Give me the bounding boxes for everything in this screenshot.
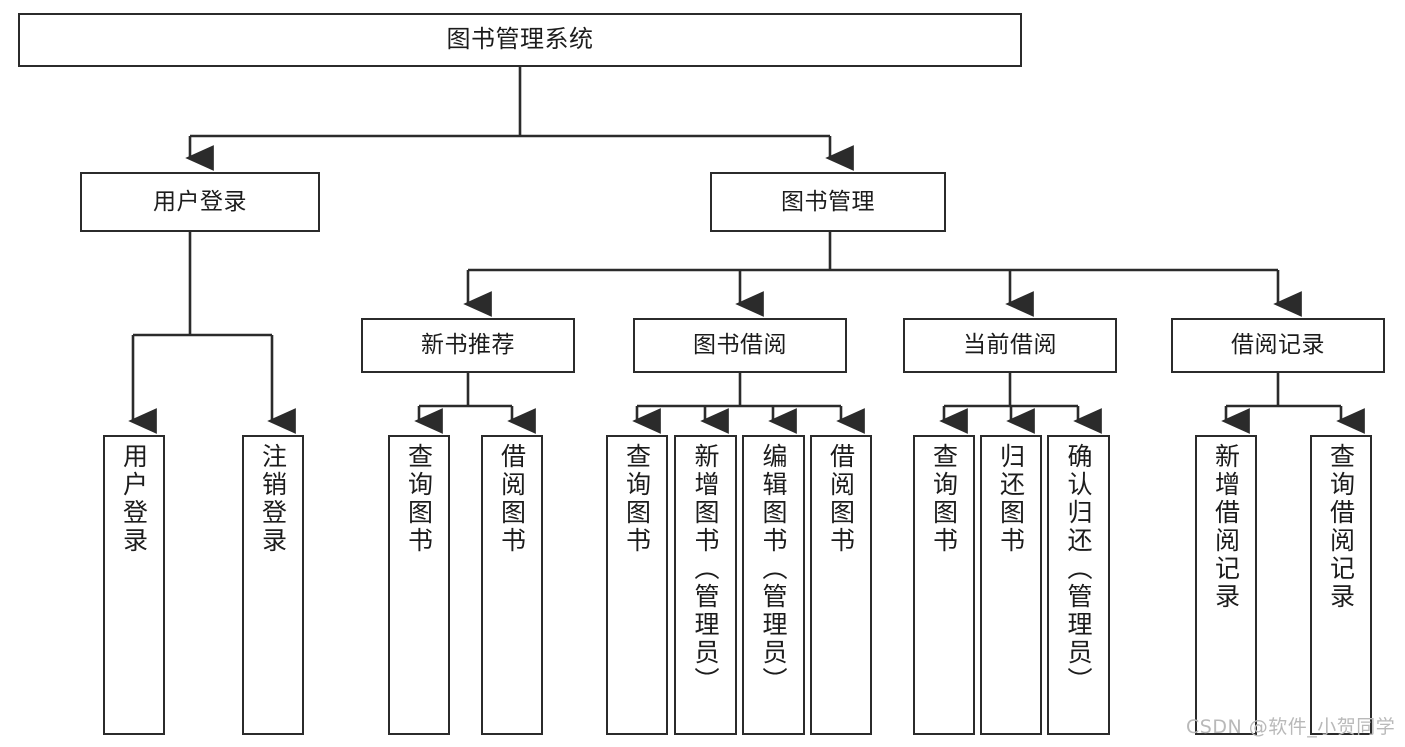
node-book-management-system[interactable]: 图书管理系统 xyxy=(18,13,1022,67)
node-label: 注销登录 xyxy=(258,443,288,555)
leaf-query-book-current[interactable]: 查询图书 xyxy=(913,435,975,735)
node-label: 查询借阅记录 xyxy=(1326,443,1356,611)
node-label: 查询图书 xyxy=(929,443,959,555)
leaf-edit-book-admin[interactable]: 编辑图书（管理员） xyxy=(742,435,805,735)
node-borrow-record[interactable]: 借阅记录 xyxy=(1171,318,1385,373)
node-book-management[interactable]: 图书管理 xyxy=(710,172,946,232)
leaf-query-book-borrow[interactable]: 查询图书 xyxy=(606,435,668,735)
node-label: 当前借阅 xyxy=(963,332,1057,359)
node-label: 图书借阅 xyxy=(693,332,787,359)
node-label: 新书推荐 xyxy=(421,332,515,359)
leaf-return-book[interactable]: 归还图书 xyxy=(980,435,1042,735)
leaf-add-book-admin[interactable]: 新增图书（管理员） xyxy=(674,435,737,735)
node-label: 归还图书 xyxy=(996,443,1026,555)
node-label: 借阅图书 xyxy=(497,443,527,555)
node-label: 借阅记录 xyxy=(1231,332,1325,359)
leaf-query-book-recommend[interactable]: 查询图书 xyxy=(388,435,450,735)
node-label: 确认归还（管理员） xyxy=(1064,443,1093,695)
leaf-query-borrow-record[interactable]: 查询借阅记录 xyxy=(1310,435,1372,735)
leaf-user-login[interactable]: 用户登录 xyxy=(103,435,165,735)
node-book-borrow[interactable]: 图书借阅 xyxy=(633,318,847,373)
leaf-borrow-book-recommend[interactable]: 借阅图书 xyxy=(481,435,543,735)
leaf-user-logout[interactable]: 注销登录 xyxy=(242,435,304,735)
node-current-borrow[interactable]: 当前借阅 xyxy=(903,318,1117,373)
leaf-confirm-return-admin[interactable]: 确认归还（管理员） xyxy=(1047,435,1110,735)
leaf-borrow-book[interactable]: 借阅图书 xyxy=(810,435,872,735)
node-label: 新增图书（管理员） xyxy=(691,443,720,695)
node-label: 用户登录 xyxy=(153,188,247,215)
leaf-add-borrow-record[interactable]: 新增借阅记录 xyxy=(1195,435,1257,735)
node-label: 用户登录 xyxy=(119,443,149,555)
node-new-book-recommend[interactable]: 新书推荐 xyxy=(361,318,575,373)
node-label: 查询图书 xyxy=(622,443,652,555)
node-label: 编辑图书（管理员） xyxy=(759,443,788,695)
node-label: 查询图书 xyxy=(404,443,434,555)
node-label: 图书管理系统 xyxy=(446,25,594,54)
node-label: 新增借阅记录 xyxy=(1211,443,1241,611)
node-user-login[interactable]: 用户登录 xyxy=(80,172,320,232)
node-label: 图书管理 xyxy=(781,188,875,215)
node-label: 借阅图书 xyxy=(826,443,856,555)
